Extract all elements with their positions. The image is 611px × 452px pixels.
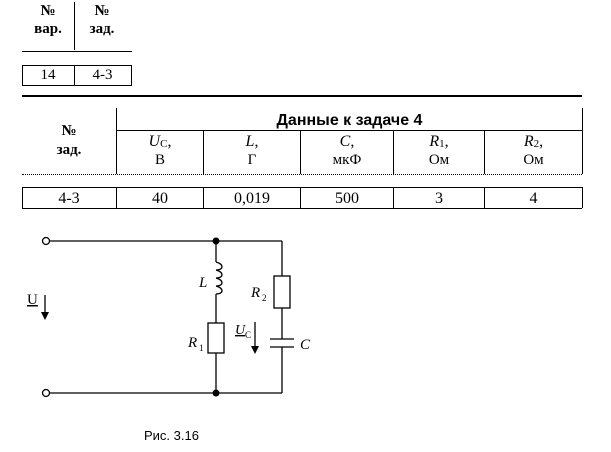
row-uc: 40 — [152, 189, 168, 207]
variant-value: 14 — [40, 67, 56, 83]
col-header-uc-unit: В — [154, 151, 165, 168]
row-r2: 4 — [529, 189, 538, 207]
col-header-r1-unit: Ом — [428, 151, 450, 168]
arrow-u-icon — [41, 312, 49, 320]
terminal-top — [41, 236, 51, 246]
row-task: 4-3 — [58, 189, 80, 207]
data-table-title: Данные к задаче 4 — [276, 111, 423, 129]
row-l: 0,019 — [234, 189, 270, 207]
resistor-r2 — [273, 275, 291, 309]
resistor-r1 — [207, 322, 225, 354]
label-r2: R — [250, 285, 260, 301]
task-header-zad: зад. — [89, 20, 115, 37]
figure-caption: Рис. 3.16 — [144, 428, 199, 443]
row-c: 500 — [335, 189, 359, 207]
col-header-l-unit: Г — [247, 151, 257, 168]
junction-top — [212, 237, 220, 245]
label-r1: R — [187, 335, 197, 351]
arrow-uc-icon — [251, 346, 259, 354]
inductor-l — [215, 261, 223, 295]
col-header-c-unit: мкФ — [332, 151, 362, 168]
label-r1-sub: 1 — [199, 343, 204, 353]
task-col-header-zad: зад. — [56, 141, 82, 158]
label-c: C — [300, 337, 311, 353]
label-u: U — [27, 292, 38, 308]
col-header-r2-unit: Ом — [523, 151, 544, 168]
col-header-l-symbol: L, — [245, 132, 259, 150]
label-uc-sub: C — [245, 330, 251, 340]
label-l: L — [198, 275, 207, 291]
junction-bottom — [212, 389, 220, 397]
task-value: 4-3 — [92, 67, 113, 83]
col-header-c-symbol: C, — [339, 132, 355, 150]
terminal-bottom — [41, 388, 51, 398]
variant-header-no: № — [40, 2, 56, 19]
variant-header-var: вар. — [34, 20, 62, 37]
label-r2-sub: 2 — [262, 293, 267, 303]
row-r1: 3 — [435, 189, 443, 207]
label-uc: U — [235, 323, 246, 338]
task-col-header-no: № — [61, 122, 77, 139]
task-header-no: № — [94, 2, 110, 19]
